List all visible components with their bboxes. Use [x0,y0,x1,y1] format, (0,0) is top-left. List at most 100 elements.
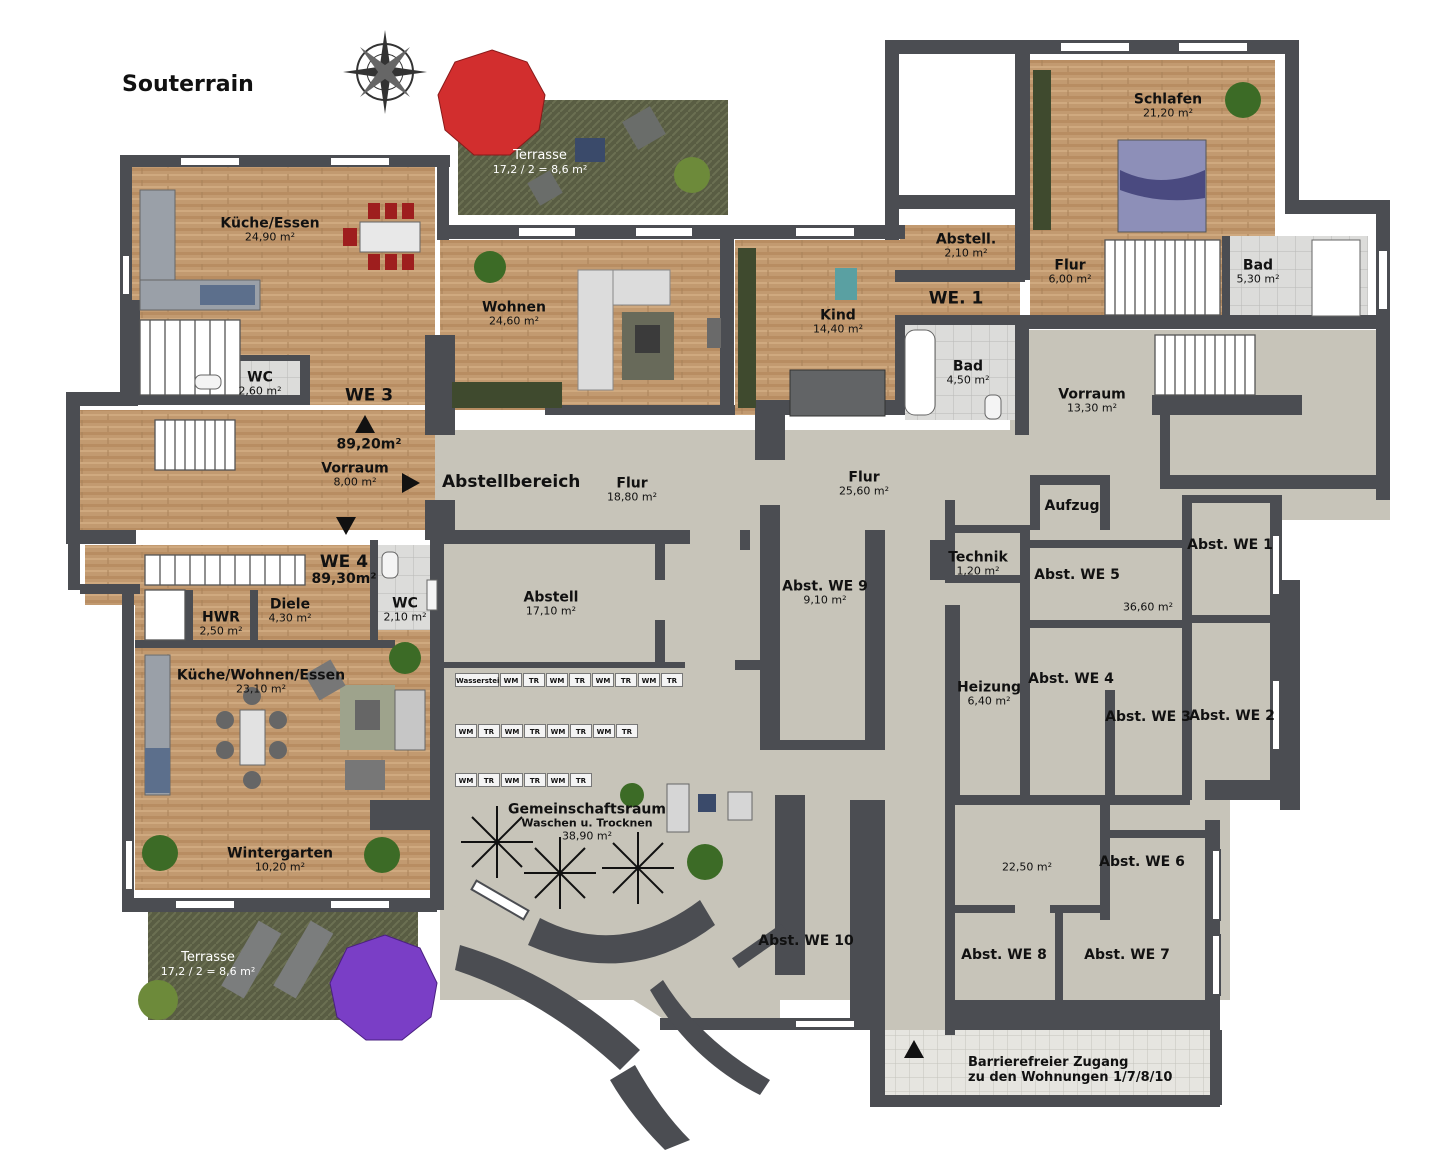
terrace-top-furniture [527,106,710,206]
barrier-free-entry-floor [885,1030,1220,1105]
unit-we1: WE. 1 [928,288,984,309]
courtyard [905,70,1013,198]
room-area: 6,40 m² [967,694,1011,708]
room-aufzug: Aufzug [1044,498,1099,514]
room-terrace-bottom: Terrasse 17,2 / 2 = 8,6 m² [160,950,256,979]
washing-machine-tag: WM [547,724,569,738]
room-name: Heizung [956,679,1022,696]
washing-machine-tag: WM [500,673,522,687]
washing-machine-tag: WM [501,724,523,738]
room-area: 25,60 m² [838,484,890,498]
room-name: Abst. WE 8 [961,946,1047,963]
room-abst-we3: Abst. WE 3 [1105,709,1191,725]
room-name: Aufzug [1044,497,1100,514]
room-area: 10,20 m² [254,860,306,874]
room-name: Küche/Wohnen/Essen [176,667,346,684]
dryer-tag: TR [569,673,591,687]
furniture-we1 [738,70,1361,420]
room-area: 14,40 m² [812,322,864,336]
room-abst-we1: Abst. WE 1 [1187,537,1273,553]
dryer-tag: TR [570,724,592,738]
stairs [139,239,1256,641]
purple-umbrella [329,934,438,1041]
room-area: 6,00 m² [1048,272,1092,286]
room-abst-we5: Abst. WE 5 [1034,567,1120,583]
room-area: 2,60 m² [238,384,282,398]
red-umbrella [437,49,546,156]
drying-racks [461,806,674,909]
page-title: Souterrain [122,72,254,97]
room-name: Wohnen [482,299,546,316]
room-name: Vorraum [1058,386,1126,403]
room-name: Bad [1242,257,1274,274]
dryer-tag: TR [615,673,637,687]
room-subtitle: Waschen u. Trocknen [521,816,653,830]
room-area: 2,50 m² [199,624,243,638]
room-name: Abstell [523,589,579,606]
dryer-tag: TR [478,724,500,738]
room-name: Terrasse [181,950,235,966]
room-abst-we7: Abst. WE 7 [1084,947,1170,963]
kitchen-counter-we3 [139,189,261,311]
furniture-we4 [144,551,438,796]
sink-tag: Wasserstein [455,673,504,687]
room-area-2250: 22,50 m² [1002,861,1052,875]
room-area: 23,10 m² [235,682,287,696]
room-abst-we2: Abst. WE 2 [1189,708,1275,724]
room-area: 36,60 m² [1122,600,1174,614]
room-area: 4,30 m² [268,611,312,625]
room-name: Bad [952,358,984,375]
room-area: 17,10 m² [525,604,577,618]
washing-machine-tag: WM [455,724,477,738]
room-area: 1,20 m² [956,564,1000,578]
dryer-tag: TR [570,773,592,787]
toilet-we3 [194,374,222,390]
access-line-1: Barrierefreier Zugang [968,1055,1129,1070]
dryer-tag: TR [616,724,638,738]
plants [142,82,1261,880]
room-name: HWR [202,609,240,626]
dryer-tag: TR [524,773,546,787]
unit-label: WE 3 [344,385,394,406]
room-name: Terrasse [513,148,567,164]
dryer-tag: TR [524,724,546,738]
room-area: 17,2 / 2 = 8,6 m² [160,965,256,979]
room-area: 24,90 m² [244,230,296,244]
barrier-free-access-label: Barrierefreier Zugang zu den Wohnungen 1… [968,1055,1172,1086]
unit-we3-area: 89,20m² [336,436,401,452]
unit-label: WE. 1 [928,288,984,309]
washing-machine-tag: WM [546,673,568,687]
room-name: Abst. WE 6 [1099,853,1185,870]
washing-machine-tag: WM [455,773,477,787]
room-area: 8,00 m² [333,475,377,489]
unit-label: WE 4 [319,551,369,572]
room-name: Flur [1054,257,1086,274]
room-area: 4,50 m² [946,373,990,387]
room-abst-we10: Abst. WE 10 [758,933,853,949]
room-area-3660: 36,60 m² [1122,600,1174,615]
room-abstell-we1: Abstell.2,10 m² [936,232,996,261]
room-name: Schlafen [1133,91,1203,108]
room-name: Flur [848,469,880,486]
room-name: Abst. WE 2 [1189,707,1275,724]
room-name: Küche/Essen [220,215,320,232]
room-terrace-top: Terrasse 17,2 / 2 = 8,6 m² [493,148,588,177]
washing-machine-tag: WM [638,673,660,687]
room-name: Kind [820,307,856,324]
room-area: 9,10 m² [803,593,847,607]
